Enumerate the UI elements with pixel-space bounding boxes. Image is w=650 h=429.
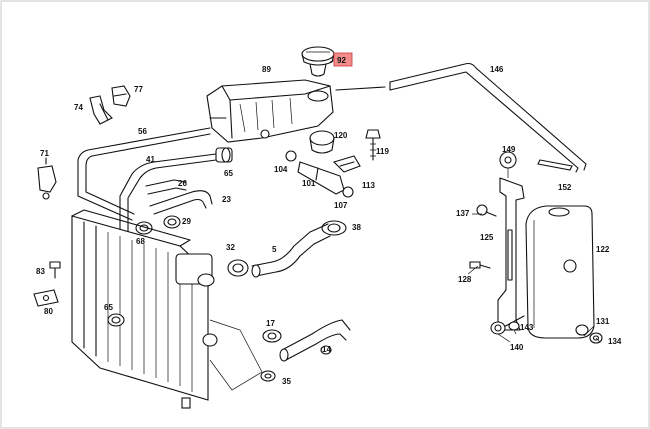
callout-152[interactable]: 152 — [558, 183, 572, 192]
callout-125[interactable]: 125 — [480, 233, 494, 242]
callout-120[interactable]: 120 — [334, 131, 348, 140]
callout-74[interactable]: 74 — [74, 103, 83, 112]
hose-26[interactable] — [145, 179, 187, 195]
bracket-77[interactable] — [111, 85, 131, 107]
tank-cap[interactable] — [301, 46, 335, 77]
callout-113[interactable]: 113 — [362, 181, 375, 190]
callout-26[interactable]: 26 — [178, 179, 187, 188]
callout-83[interactable]: 83 — [36, 267, 45, 276]
callout-107[interactable]: 107 — [334, 201, 348, 210]
callout-35[interactable]: 35 — [282, 377, 291, 386]
callout-65-upper[interactable]: 65 — [224, 169, 233, 178]
callout-38[interactable]: 38 — [352, 223, 361, 232]
callout-23[interactable]: 23 — [222, 195, 231, 204]
clamp-38[interactable] — [321, 220, 347, 236]
callout-131[interactable]: 131 — [596, 317, 610, 326]
hose-5[interactable] — [251, 223, 331, 278]
clamp-65-upper[interactable] — [215, 147, 233, 163]
callout-29[interactable]: 29 — [182, 217, 191, 226]
callout-140[interactable]: 140 — [510, 343, 524, 352]
callout-101[interactable]: 101 — [302, 179, 316, 188]
hose-23[interactable] — [149, 190, 213, 215]
strip-152[interactable] — [537, 159, 573, 171]
clamp-32[interactable] — [227, 259, 249, 277]
bracket-74[interactable] — [89, 95, 113, 125]
leader-lines — [329, 59, 601, 343]
callout-56[interactable]: 56 — [138, 127, 147, 136]
screw-137[interactable] — [476, 204, 497, 217]
clamp-65-lower[interactable] — [107, 313, 125, 327]
clamp-35[interactable] — [260, 370, 276, 382]
overflow-hose[interactable] — [335, 62, 587, 173]
screw-83[interactable] — [49, 261, 61, 279]
callout-5[interactable]: 5 — [272, 245, 277, 254]
callout-17[interactable]: 17 — [266, 319, 275, 328]
hose-56[interactable] — [77, 127, 211, 221]
clamp-68[interactable] — [135, 221, 153, 235]
bracket-125[interactable] — [497, 177, 525, 331]
callout-65-lower[interactable]: 65 — [104, 303, 113, 312]
hose-14[interactable] — [279, 319, 351, 362]
callout-80[interactable]: 80 — [44, 307, 53, 316]
clip-107[interactable] — [342, 186, 354, 198]
highlight-92 — [333, 52, 353, 67]
callout-134[interactable]: 134 — [608, 337, 622, 346]
callout-104[interactable]: 104 — [274, 165, 288, 174]
sensor-71[interactable] — [37, 157, 57, 200]
seal-17[interactable] — [262, 329, 282, 343]
callout-122[interactable]: 122 — [596, 245, 610, 254]
washer-143[interactable] — [508, 321, 520, 331]
callout-149[interactable]: 149 — [502, 145, 516, 154]
bracket-113[interactable] — [332, 155, 361, 173]
callout-137[interactable]: 137 — [456, 209, 470, 218]
callout-92[interactable]: 92 — [337, 56, 346, 65]
callout-128[interactable]: 128 — [458, 275, 472, 284]
thermostat-housing[interactable] — [309, 130, 335, 154]
clamp-29[interactable] — [163, 215, 181, 229]
bracket-80[interactable] — [33, 289, 59, 307]
callout-146[interactable]: 146 — [490, 65, 504, 74]
callout-143[interactable]: 143 — [520, 323, 534, 332]
callout-68[interactable]: 68 — [136, 237, 145, 246]
hose-41[interactable] — [119, 153, 217, 311]
guide-lines — [209, 319, 263, 391]
radiator[interactable] — [71, 209, 218, 409]
washer-131[interactable] — [575, 324, 589, 336]
reservoir-122[interactable] — [525, 205, 595, 339]
callout-71[interactable]: 71 — [40, 149, 49, 158]
callout-89[interactable]: 89 — [262, 65, 271, 74]
screw-128[interactable] — [469, 261, 491, 269]
grommet-149[interactable] — [499, 151, 517, 169]
callout-41[interactable]: 41 — [146, 155, 155, 164]
washer-140[interactable] — [490, 321, 506, 335]
callout-32[interactable]: 32 — [226, 243, 235, 252]
callout-14[interactable]: 14 — [322, 345, 331, 354]
callout-77[interactable]: 77 — [134, 85, 143, 94]
pipe-101[interactable] — [297, 161, 345, 195]
bolt-119[interactable] — [365, 129, 381, 161]
expansion-tank[interactable] — [206, 79, 334, 143]
o-ring-104[interactable] — [285, 150, 297, 162]
callout-119[interactable]: 119 — [376, 147, 389, 156]
